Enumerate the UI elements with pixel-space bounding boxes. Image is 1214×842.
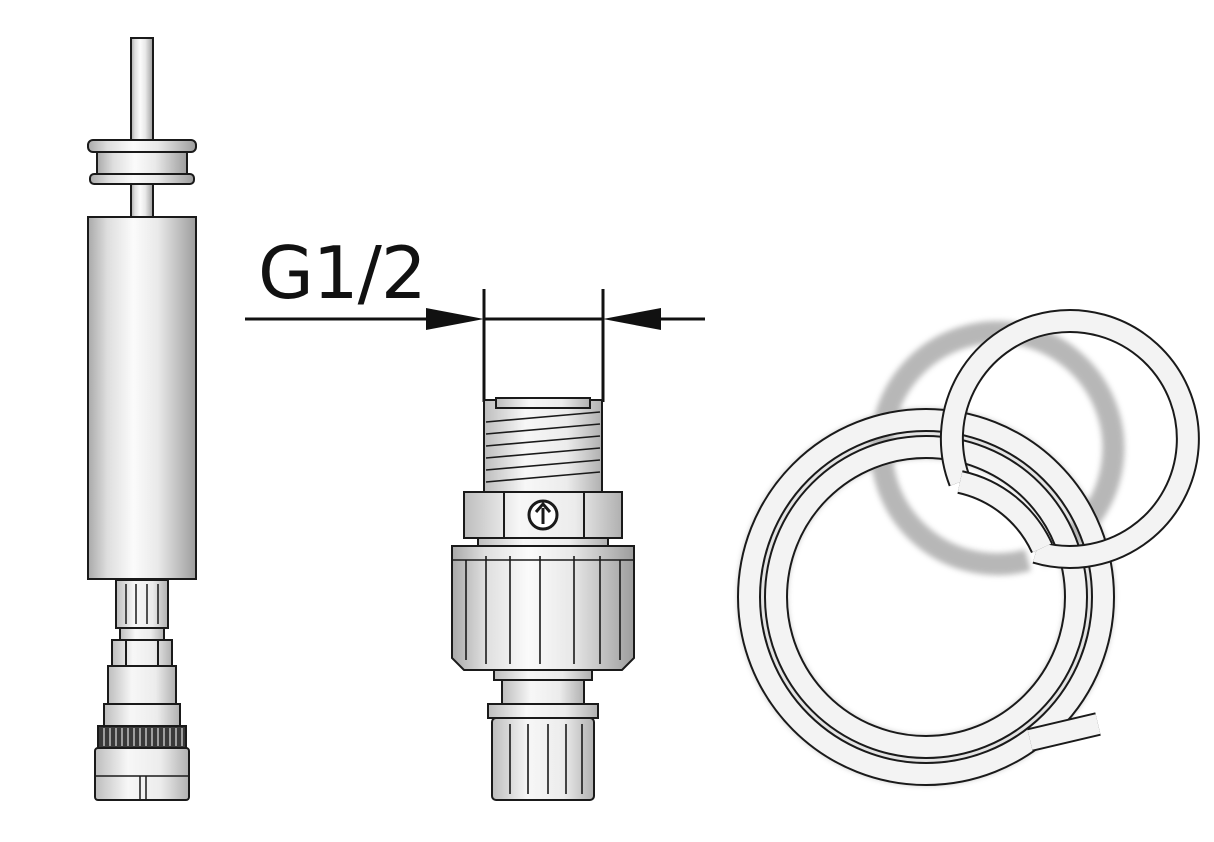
lance-washer [119, 627, 165, 641]
coiled-hose [737, 309, 1200, 786]
lance-sleeve [107, 665, 177, 707]
valve-thread-lines [485, 411, 601, 483]
dimension-arrow-left [426, 308, 484, 330]
valve-body-ribs [452, 556, 634, 664]
threaded-injection-valve [451, 397, 635, 801]
flow-direction-icon [527, 499, 559, 531]
valve-thread-top [495, 397, 591, 409]
hose-inner-loop [939, 309, 1200, 569]
valve-bottom-flange [487, 703, 599, 719]
injection-lance [87, 37, 197, 801]
lance-knurled-ring [97, 725, 187, 749]
lance-collar-top [87, 139, 197, 153]
lance-collar-mid [96, 151, 188, 177]
lance-nut-ribs [125, 584, 159, 624]
hose-tail-end [1027, 712, 1101, 752]
valve-lower-collar [493, 669, 593, 681]
lance-hex-nut [111, 639, 173, 667]
dimension-arrow-right [603, 308, 661, 330]
valve-stem [501, 679, 585, 707]
hose-outer-loop [737, 408, 1115, 786]
hose-middle-loop [764, 435, 1088, 759]
valve-bottom-nut-ribs [509, 724, 583, 794]
valve-bottom-nut [491, 717, 595, 801]
lance-body [87, 216, 197, 580]
lance-rod [130, 37, 154, 221]
valve-body [451, 545, 635, 671]
lance-knurl-pattern [103, 728, 183, 746]
dimension-annotation: G1/2 [245, 231, 705, 402]
lance-cap [94, 747, 190, 801]
lance-sleeve-ring [103, 703, 181, 727]
dimension-label: G1/2 [258, 231, 426, 315]
lance-ribbed-nut [115, 579, 169, 629]
lance-collar-bottom [89, 173, 195, 185]
